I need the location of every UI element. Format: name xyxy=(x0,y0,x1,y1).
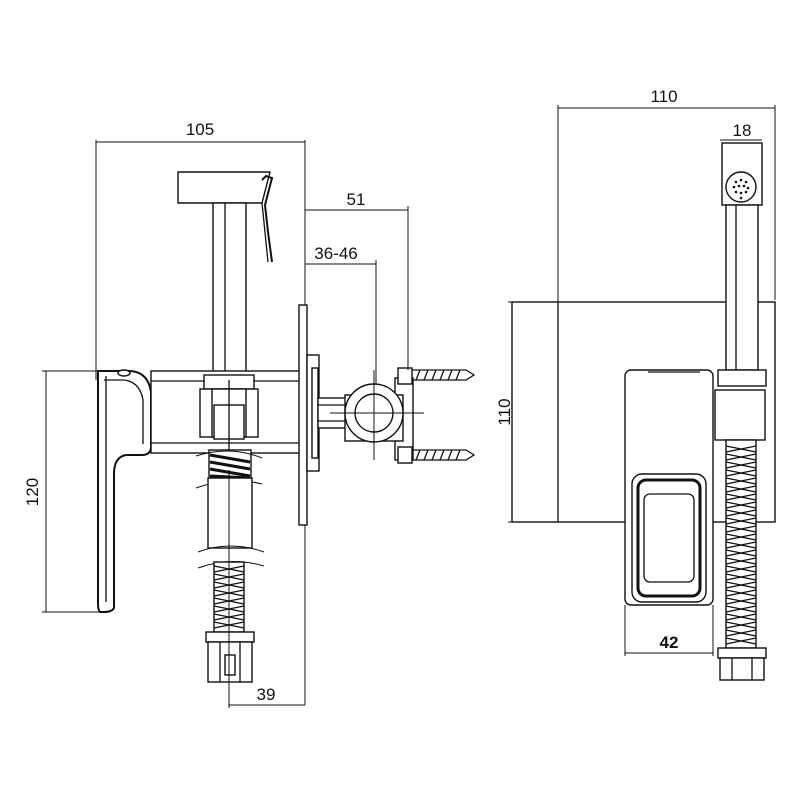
dim-front-width: 110 xyxy=(650,87,677,106)
sprayer-head xyxy=(177,171,274,263)
wall-screw-bottom xyxy=(397,446,476,464)
dim-side-width: 105 xyxy=(186,120,214,139)
stem-tube xyxy=(212,202,247,376)
front-hose-braid xyxy=(725,439,757,649)
wall-screw-top xyxy=(397,367,476,385)
hose-upper xyxy=(207,477,253,549)
side-view: 105 120 xyxy=(23,120,476,708)
threaded-outlet xyxy=(195,449,263,489)
dim-wall-range: 36-46 xyxy=(314,244,357,263)
dim-wall-depth: 51 xyxy=(347,190,366,209)
front-sprayer xyxy=(717,142,767,387)
wall-plate xyxy=(298,304,320,526)
outlet-block xyxy=(714,389,766,441)
dim-side-height: 120 xyxy=(23,478,42,506)
dim-hose-offset: 39 xyxy=(257,685,276,704)
front-view: 110 18 110 xyxy=(495,87,776,681)
mixer-body xyxy=(624,369,714,606)
dim-body-width: 42 xyxy=(660,633,679,652)
hex-nut xyxy=(205,631,255,683)
dim-head-width: 18 xyxy=(733,121,752,140)
front-hex-nut xyxy=(717,647,767,681)
pipe-fitting xyxy=(330,370,424,461)
dim-front-height: 110 xyxy=(495,398,514,425)
